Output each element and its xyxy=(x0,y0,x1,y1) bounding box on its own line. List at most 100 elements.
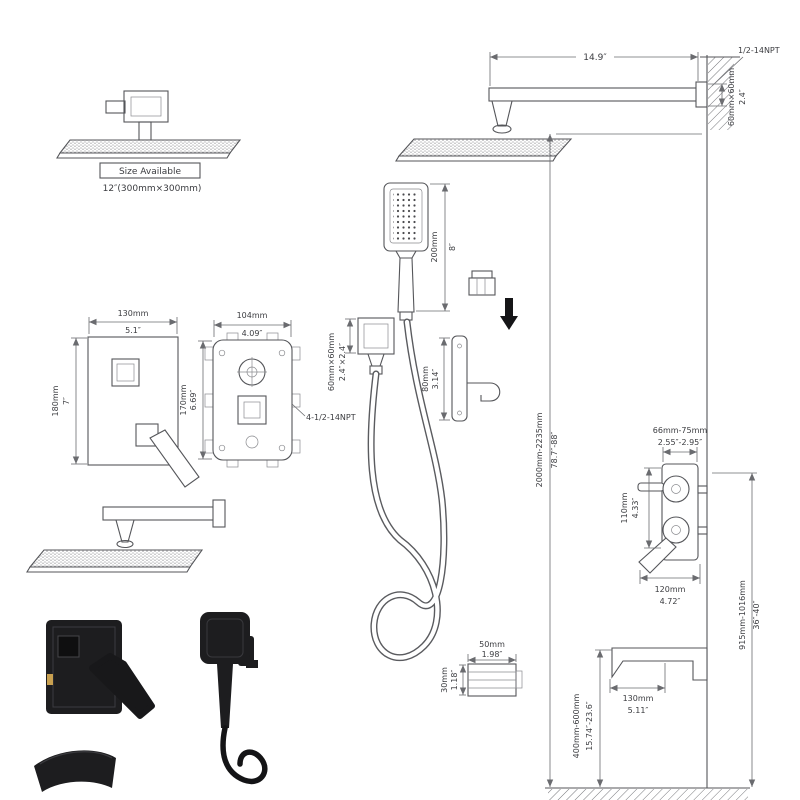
install-valve-depth-mm: 120mm xyxy=(655,585,686,594)
diverter-button-inner xyxy=(116,363,135,382)
size-available-label: Size Available xyxy=(119,167,182,177)
wall-supply-elbow xyxy=(357,317,395,355)
head-ball-joint xyxy=(492,124,512,134)
holder-height-in: 3.14″ xyxy=(431,369,440,390)
install-valve-depth-in: 4.72″ xyxy=(660,597,681,606)
size-available-box xyxy=(99,162,201,179)
wall-height-mm: 2000mm-2235mm xyxy=(535,412,544,487)
head-ball-joint xyxy=(116,539,134,549)
spout-height-mm: 915mm-1016mm xyxy=(738,580,747,650)
installation-diagram: 2000mm-2235mm 78.7″-88″ 66mm-75mm 2.55″-… xyxy=(535,55,761,800)
hand-shower-faceplate xyxy=(389,188,423,244)
shower-arm-bar xyxy=(488,87,699,102)
plate-width-in: 1.98″ xyxy=(482,650,503,659)
hand-shower-neck xyxy=(395,250,417,259)
shower-head-edge xyxy=(56,152,231,159)
arm-length-dim: 14.9″ xyxy=(583,53,607,63)
spout-height-in: 36″-40″ xyxy=(752,600,761,629)
lever-handle xyxy=(149,429,200,488)
overhead-shower-drawing: Size Available 12″(300mm×300mm) xyxy=(56,90,242,194)
holder-hook xyxy=(467,382,501,402)
diverter-button xyxy=(111,358,140,387)
arm-wall-flange xyxy=(212,499,226,528)
spray-nozzles xyxy=(393,192,419,240)
plate-height-mm: 30mm xyxy=(440,667,449,693)
shower-head-edge xyxy=(395,155,557,162)
head-size-label: 12″(300mm×300mm) xyxy=(103,184,202,194)
plate-height-in: 1.18″ xyxy=(450,670,459,691)
wall-supply-elbow-inner xyxy=(363,323,389,349)
mount-flange xyxy=(123,90,169,123)
render-hand-shower-head xyxy=(200,612,250,664)
hand-shower-handle xyxy=(397,257,415,313)
arm-profile-in: 2.4″ xyxy=(738,89,747,105)
shower-head-edge xyxy=(26,566,191,573)
head-stem xyxy=(138,121,152,141)
bracket-size-in: 2.4″×2.4″ xyxy=(338,343,347,381)
hand-shower-drawing: 200mm 8″ 60mm×60mm 2.4″×2.4″ xyxy=(327,182,457,661)
product-renders xyxy=(34,612,268,792)
spout-length-in: 5.11″ xyxy=(628,706,649,715)
shower-head-face xyxy=(58,139,242,154)
bracket-size-mm: 60mm×60mm xyxy=(327,333,336,391)
render-diverter-button xyxy=(57,635,80,658)
spout-plate-drawing: 50mm 1.98″ 30mm 1.18″ xyxy=(440,640,523,697)
valve-port xyxy=(237,395,267,425)
shower-head-face xyxy=(397,138,573,157)
shower-head-face xyxy=(28,549,204,568)
temperature-handle xyxy=(637,482,665,492)
install-valve-height-mm: 110mm xyxy=(620,492,629,523)
floor-hatching xyxy=(548,789,748,800)
trim-height-mm: 180mm xyxy=(51,385,60,416)
install-lever xyxy=(638,537,677,574)
lower-knob xyxy=(662,516,690,544)
holder-screw xyxy=(457,410,462,416)
hand-shower-length-in: 8″ xyxy=(448,243,457,251)
spout-length-mm: 130mm xyxy=(623,694,654,703)
render-hand-shower xyxy=(200,612,268,785)
render-tub-spout xyxy=(34,750,116,792)
trim-height-in: 7″ xyxy=(62,397,71,405)
trim-width-in: 5.1″ xyxy=(125,326,141,335)
mount-arm xyxy=(105,100,126,114)
head-connector xyxy=(491,100,513,127)
wall-height-in: 78.7″-88″ xyxy=(550,432,559,469)
holder-drawing: 80mm 3.14″ xyxy=(421,270,518,422)
valve-thread-label: 4-1/2-14NPT xyxy=(306,413,356,422)
adapter-cap xyxy=(471,270,493,279)
render-gold-label xyxy=(47,674,53,685)
render-lever xyxy=(89,653,155,719)
valve-thread-leader xyxy=(291,403,306,417)
render-hose xyxy=(220,725,268,785)
rough-in-valve-drawing: 104mm 4.09″ 170mm 6.69″ 4-1/2-14NPT xyxy=(179,311,356,468)
install-valve-width-mm: 66mm-75mm xyxy=(653,426,708,435)
elbow-outlet xyxy=(367,353,385,367)
plate-width-mm: 50mm xyxy=(479,640,505,649)
valve-height-mm: 170mm xyxy=(179,384,188,415)
install-valve-height-in: 4.33″ xyxy=(631,498,640,519)
trim-width-mm: 130mm xyxy=(118,309,149,318)
lower-arm-drawing xyxy=(26,499,226,573)
arm-wall-flange xyxy=(695,81,708,108)
install-valve-width-in: 2.55″-2.95″ xyxy=(658,438,703,447)
upper-knob xyxy=(662,475,690,503)
down-arrow-icon xyxy=(500,298,518,330)
arm-thread-label: 1/2-14NPT xyxy=(738,46,780,55)
valve-height-in: 6.69″ xyxy=(189,390,198,411)
floor-clearance-in: 15.74″-23.6″ xyxy=(585,701,594,751)
head-connector xyxy=(115,519,135,543)
holder-screw xyxy=(457,343,462,349)
hand-shower-length-mm: 200mm xyxy=(430,231,439,262)
valve-trim-drawing: 130mm 5.1″ 180mm 7″ xyxy=(51,309,200,488)
wall-hatching xyxy=(708,57,734,130)
holder-height-mm: 80mm xyxy=(421,366,430,392)
valve-width-in: 4.09″ xyxy=(242,329,263,338)
valve-width-mm: 104mm xyxy=(237,311,268,320)
adapter-body xyxy=(468,277,496,296)
shower-arm-bar xyxy=(102,506,216,521)
render-handle xyxy=(217,664,233,728)
valve-body xyxy=(212,339,293,461)
floor-clearance-mm: 400mm-600mm xyxy=(572,694,581,759)
